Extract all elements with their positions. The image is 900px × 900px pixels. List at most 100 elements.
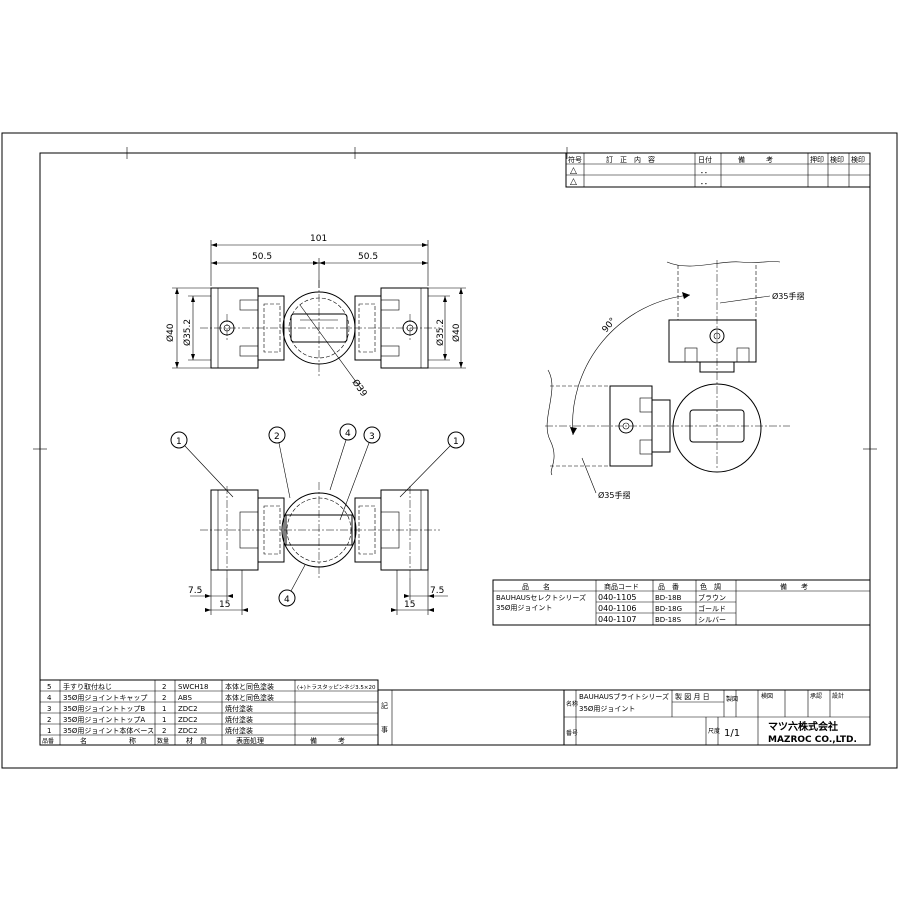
rev-header-symbol: 符号 [568, 155, 582, 164]
parts-row5-finish: 本体と同色塗装 [225, 682, 274, 691]
product-header-color: 色 調 [700, 582, 721, 591]
parts-header-no: 品番 [42, 738, 54, 745]
product-header-code: 商品コード [604, 582, 639, 591]
parts-row5-name: 手すり取付ねじ [63, 682, 112, 691]
product-row1-code: 040-1105 [598, 593, 637, 602]
rev-row1-symbol: △ [570, 166, 577, 176]
revision-table: 符号 訂 正 内 容 日付 備 考 押印 検印 検印 △ ．． △ ．． [565, 152, 871, 188]
parts-row5-no: 5 [47, 683, 51, 691]
parts-list: 5 手すり取付ねじ 2 SWCH18 本体と同色塗装 (+)トラスタッピンネジ3… [39, 679, 565, 746]
rev-header-content: 訂 正 内 容 [606, 155, 655, 164]
parts-row2-qty: 1 [162, 716, 166, 724]
title-label-scale: 尺度 [708, 727, 720, 735]
product-row1-color: ブラウン [698, 593, 726, 602]
side-handrail-bottom: Ø35手摺 [598, 490, 630, 500]
title-name-line2: 35Ø用ジョイント [579, 705, 635, 713]
title-label-check: 検図 [761, 692, 773, 700]
parts-row2-finish: 焼付塗装 [225, 715, 253, 724]
dim-right-half: 50.5 [358, 252, 378, 262]
top-view: 101 50.5 50.5 Ø40 Ø35.2 Ø35.2 [165, 234, 466, 399]
parts-row3-qty: 1 [162, 705, 166, 713]
parts-row2-no: 2 [47, 716, 51, 724]
parts-header-finish: 表面処理 [236, 736, 264, 745]
parts-row4-finish: 本体と同色塗装 [225, 693, 274, 702]
rev-header-check: 検印 [830, 155, 844, 164]
product-row3-color: シルバー [698, 616, 726, 624]
balloon-3: 3 [369, 432, 375, 442]
notes-label-1: 記 [381, 701, 388, 710]
dim-width-right: 15 [404, 600, 415, 610]
side-view-90: 90° Ø35手摺 Ø35手摺 [545, 260, 804, 500]
title-label-approve: 承認 [810, 692, 822, 700]
dim-offset-right: 7.5 [430, 586, 444, 596]
parts-row1-name: 35Ø用ジョイント本体ベース [63, 726, 154, 735]
notes-label-2: 事 [381, 725, 388, 734]
product-table: 品 名 商品コード 品 番 色 調 備 考 BAUHAUSセレクトシリーズ 35… [492, 579, 871, 626]
dim-dia-35-2-left: Ø35.2 [182, 319, 193, 346]
parts-row3-name: 35Ø用ジョイントトップB [63, 705, 145, 713]
product-header-name: 品 名 [522, 582, 550, 591]
product-row2-color: ゴールド [698, 604, 726, 613]
balloon-1-left: 1 [176, 437, 182, 447]
rev-header-remarks: 備 考 [738, 155, 773, 164]
dim-overall-width: 101 [310, 234, 327, 244]
parts-row4-no: 4 [47, 694, 52, 702]
title-label-design: 設計 [832, 692, 844, 700]
title-label-name: 名称 [566, 700, 578, 708]
title-name-line1: BAUHAUSブライトシリーズ [579, 692, 669, 701]
dim-dia-40-right: Ø40 [451, 323, 462, 342]
parts-header-name: 名 称 [80, 736, 136, 745]
dim-dia-35-2-right: Ø35.2 [435, 319, 446, 346]
parts-row5-material: SWCH18 [178, 683, 208, 691]
side-handrail-top: Ø35手摺 [772, 291, 804, 301]
parts-row2-name: 35Ø用ジョイントトップA [63, 716, 145, 724]
balloon-1-right: 1 [453, 437, 459, 447]
product-row3-code: 040-1107 [598, 615, 637, 624]
parts-row5-note: (+)トラスタッピンネジ3.5×20 [297, 683, 376, 691]
front-view: 1 2 4 3 1 4 7.5 15 7.5 [170, 423, 465, 615]
parts-row1-qty: 2 [162, 727, 166, 735]
product-name-line1: BAUHAUSセレクトシリーズ [496, 593, 586, 602]
title-label-drawing: 製図 [726, 695, 738, 703]
parts-row3-no: 3 [47, 705, 51, 713]
rev-row2-symbol: △ [570, 177, 577, 187]
outer-sheet-border [1, 132, 898, 769]
product-row2-part: BD-18G [655, 605, 682, 613]
rev-header-stamp: 押印 [810, 155, 824, 164]
parts-header-qty: 数量 [157, 737, 169, 745]
parts-row3-material: ZDC2 [178, 705, 198, 713]
parts-row2-material: ZDC2 [178, 716, 198, 724]
balloon-4-bottom: 4 [284, 595, 290, 605]
title-label-drawing-date: 製 図 月 日 [675, 692, 710, 701]
parts-header-material: 材 質 [186, 736, 207, 745]
product-row1-part: BD-18B [655, 594, 682, 602]
product-row2-code: 040-1106 [598, 604, 637, 613]
dim-left-half: 50.5 [252, 252, 272, 262]
product-name-line2: 35Ø用ジョイント [496, 604, 552, 612]
rev-row1-date: ．． [700, 166, 712, 175]
title-block: 名称 BAUHAUSブライトシリーズ 35Ø用ジョイント 製 図 月 日 製図 … [563, 689, 871, 746]
parts-row4-name: 35Ø用ジョイントキャップ [63, 694, 147, 702]
product-header-remarks: 備 考 [780, 582, 808, 591]
balloon-4-top: 4 [345, 429, 351, 439]
parts-header-note: 備 考 [310, 736, 345, 745]
product-header-part: 品 番 [658, 583, 679, 591]
company-name-en: MAZROC CO.,LTD. [768, 735, 857, 745]
company-name-jp: マツ六株式会社 [768, 720, 838, 733]
parts-row4-material: ABS [178, 694, 192, 702]
rev-header-date: 日付 [698, 155, 712, 164]
rev-row2-date: ．． [700, 177, 712, 186]
parts-row4-qty: 2 [162, 694, 166, 702]
parts-row3-finish: 焼付塗装 [225, 704, 253, 713]
dim-width-left: 15 [219, 600, 230, 610]
balloon-2: 2 [274, 432, 280, 442]
title-scale-value: 1/1 [724, 728, 740, 739]
parts-row1-no: 1 [47, 727, 51, 735]
parts-row1-material: ZDC2 [178, 727, 198, 735]
rev-header-check2: 検印 [851, 155, 865, 164]
title-label-number: 番号 [566, 730, 578, 737]
dim-offset-left: 7.5 [188, 586, 202, 596]
parts-row5-qty: 2 [162, 683, 166, 691]
product-row3-part: BD-18S [655, 616, 682, 624]
